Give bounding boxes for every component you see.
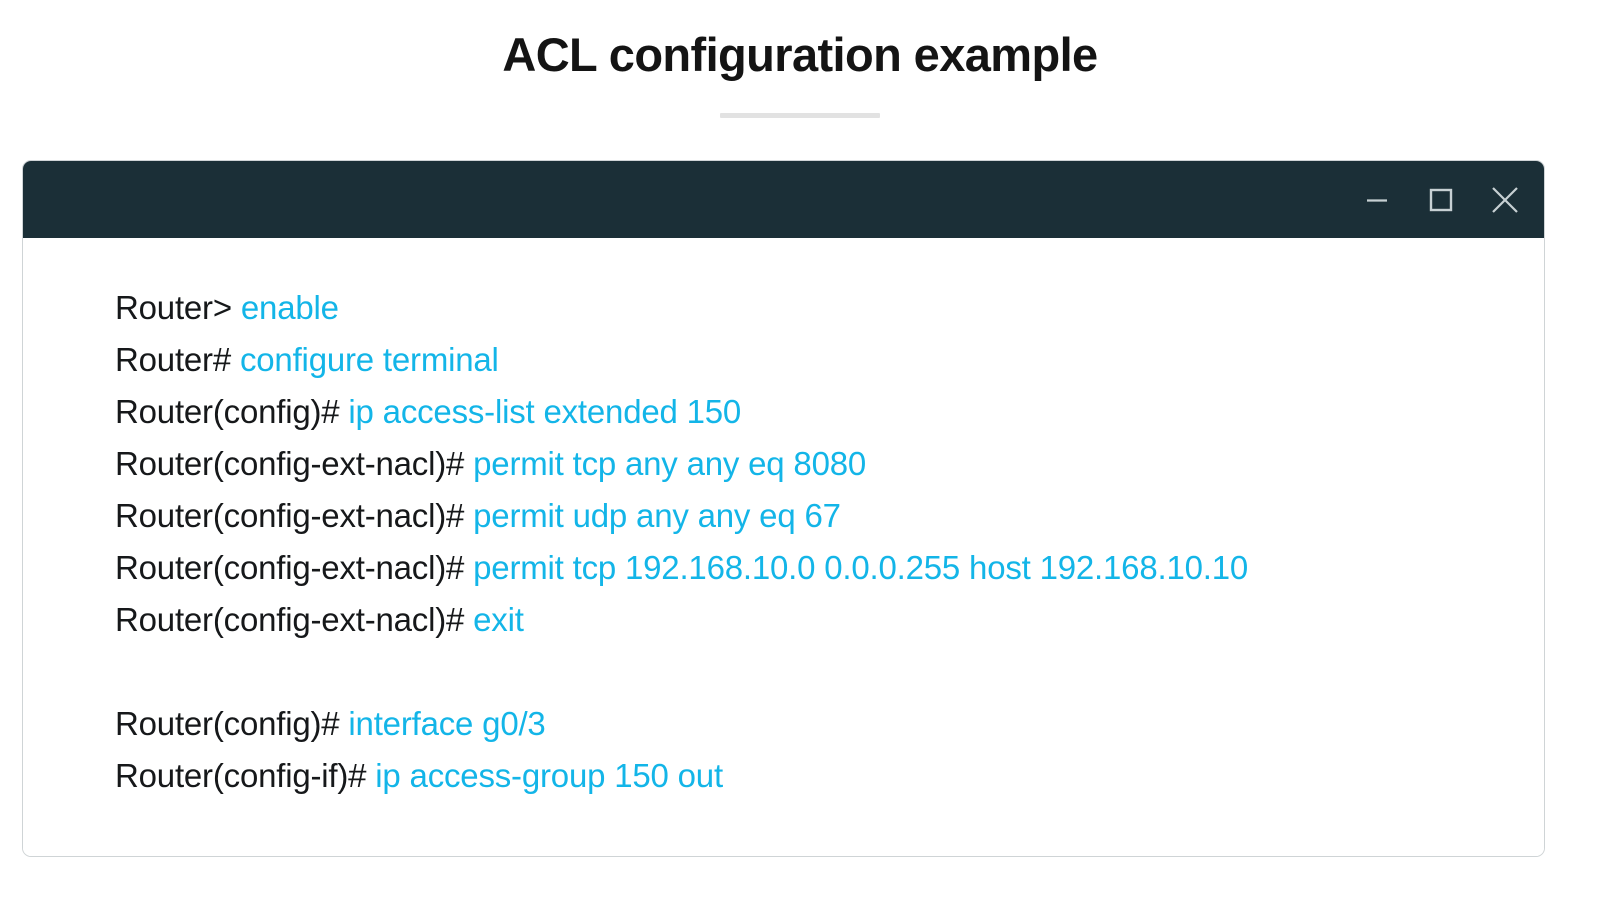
terminal-prompt: Router(config-ext-nacl)# — [115, 601, 474, 638]
terminal-command: permit tcp 192.168.10.0 0.0.0.255 host 1… — [473, 549, 1249, 586]
terminal-blank-line — [23, 646, 1544, 698]
terminal-command: configure terminal — [239, 341, 499, 378]
terminal-line: Router(config-ext-nacl)# permit tcp any … — [23, 438, 1544, 490]
page-title: ACL configuration example — [502, 28, 1098, 81]
terminal-prompt: Router(config)# — [115, 705, 349, 742]
terminal-line: Router(config-if)# ip access-group 150 o… — [23, 750, 1544, 802]
terminal-prompt: Router(config-ext-nacl)# — [115, 497, 474, 534]
terminal-line: Router(config)# interface g0/3 — [23, 698, 1544, 750]
terminal-command: permit udp any any eq 67 — [473, 497, 841, 534]
terminal-command: exit — [473, 601, 524, 638]
close-icon — [1488, 183, 1522, 217]
window-controls — [1360, 183, 1522, 217]
close-button[interactable] — [1488, 183, 1522, 217]
terminal-prompt: Router(config-if)# — [115, 757, 376, 794]
terminal-command: enable — [240, 289, 339, 326]
terminal-prompt: Router(config-ext-nacl)# — [115, 549, 474, 586]
minimize-button[interactable] — [1360, 183, 1394, 217]
terminal-command: ip access-list extended 150 — [348, 393, 742, 430]
terminal-prompt: Router> — [115, 289, 241, 326]
maximize-button[interactable] — [1424, 183, 1458, 217]
terminal-prompt: Router(config)# — [115, 393, 349, 430]
title-divider — [720, 113, 880, 119]
terminal-line: Router(config-ext-nacl)# permit udp any … — [23, 490, 1544, 542]
terminal-command: permit tcp any any eq 8080 — [473, 445, 867, 482]
terminal-command: interface g0/3 — [348, 705, 546, 742]
terminal-prompt: Router# — [115, 341, 240, 378]
terminal-line: Router# configure terminal — [23, 334, 1544, 386]
terminal-line: Router(config-ext-nacl)# exit — [23, 594, 1544, 646]
terminal-line: Router(config-ext-nacl)# permit tcp 192.… — [23, 542, 1544, 594]
terminal-line: Router> enable — [23, 282, 1544, 334]
header: ACL configuration example — [0, 0, 1600, 119]
terminal-line: Router(config)# ip access-list extended … — [23, 386, 1544, 438]
terminal-prompt: Router(config-ext-nacl)# — [115, 445, 474, 482]
terminal-command: ip access-group 150 out — [375, 757, 723, 794]
maximize-icon — [1426, 185, 1456, 215]
minimize-icon — [1362, 185, 1392, 215]
window-titlebar — [23, 161, 1544, 238]
